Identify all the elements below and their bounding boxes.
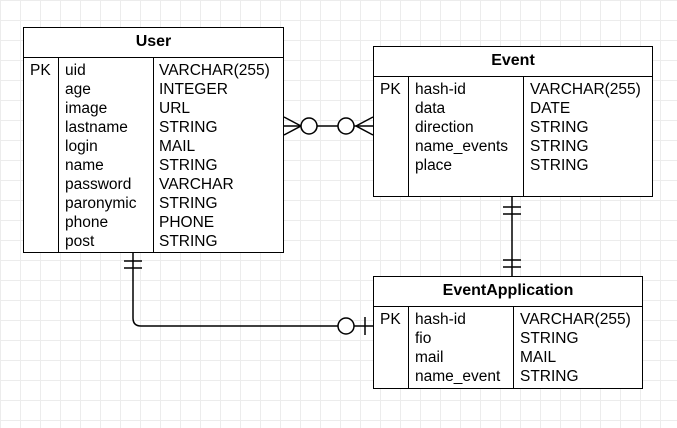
field-type: URL bbox=[159, 100, 191, 117]
entity-event-types: VARCHAR(255) DATE STRING STRING STRING bbox=[530, 80, 641, 175]
field-type: DATE bbox=[530, 100, 571, 117]
field-name: name_event bbox=[415, 368, 501, 385]
field-name: lastname bbox=[65, 119, 128, 136]
field-type: STRING bbox=[159, 233, 218, 250]
field-name: uid bbox=[65, 62, 86, 79]
crow-foot-event-end bbox=[355, 116, 374, 136]
field-name: paronymic bbox=[65, 195, 137, 212]
field-name: fio bbox=[415, 330, 432, 347]
entity-user-title: User bbox=[24, 28, 283, 58]
field-name: image bbox=[65, 100, 108, 117]
divider bbox=[408, 307, 409, 388]
zero-circle-app-end bbox=[337, 317, 355, 335]
field-name: name bbox=[65, 157, 104, 174]
field-type: VARCHAR(255) bbox=[520, 311, 631, 328]
entity-eventapplication-title: EventApplication bbox=[374, 277, 642, 307]
divider bbox=[153, 58, 154, 252]
field-name: password bbox=[65, 176, 132, 193]
field-name: age bbox=[65, 81, 91, 98]
zero-circle-event-end bbox=[337, 117, 355, 135]
divider bbox=[58, 58, 59, 252]
entity-eventapplication-body: PK hash-id fio mail name_event VARCHAR(255)… bbox=[374, 307, 642, 388]
pk-label: PK bbox=[380, 81, 401, 98]
field-name: hash-id bbox=[415, 311, 466, 328]
divider bbox=[523, 77, 524, 196]
entity-user[interactable]: User PK uid age image lastname login name pass… bbox=[23, 27, 284, 253]
field-type: STRING bbox=[159, 119, 218, 136]
user-eventapplication-connector[interactable] bbox=[124, 253, 373, 335]
entity-eventapplication-fields: hash-id fio mail name_event bbox=[415, 310, 500, 386]
event-eventapplication-connector[interactable] bbox=[503, 197, 521, 276]
field-type: STRING bbox=[530, 119, 589, 136]
divider bbox=[408, 77, 409, 196]
entity-user-types: VARCHAR(255) INTEGER URL STRING MAIL STRING VA… bbox=[159, 61, 270, 251]
field-name: mail bbox=[415, 349, 444, 366]
field-name: phone bbox=[65, 214, 109, 231]
field-type: VARCHAR(255) bbox=[159, 62, 270, 79]
field-type: PHONE bbox=[159, 214, 215, 231]
field-type: STRING bbox=[159, 195, 218, 212]
entity-eventapplication-types: VARCHAR(255) STRING MAIL STRING bbox=[520, 310, 631, 386]
field-type: STRING bbox=[520, 330, 579, 347]
field-type: VARCHAR(255) bbox=[530, 81, 641, 98]
field-type: STRING bbox=[530, 157, 589, 174]
zero-circle-user-end bbox=[300, 117, 318, 135]
entity-event-title: Event bbox=[374, 47, 652, 77]
entity-eventapplication[interactable]: EventApplication PK hash-id fio mail name_e… bbox=[373, 276, 643, 389]
field-type: VARCHAR bbox=[159, 176, 234, 193]
field-name: place bbox=[415, 157, 453, 174]
field-type: STRING bbox=[159, 157, 218, 174]
field-name: name_events bbox=[415, 138, 509, 155]
field-type: INTEGER bbox=[159, 81, 228, 98]
field-name: data bbox=[415, 100, 446, 117]
field-name: hash-id bbox=[415, 81, 466, 98]
field-type: STRING bbox=[520, 368, 579, 385]
user-event-connector[interactable] bbox=[283, 116, 374, 136]
field-name: post bbox=[65, 233, 95, 250]
divider bbox=[513, 307, 514, 388]
field-type: MAIL bbox=[159, 138, 196, 155]
field-type: MAIL bbox=[520, 349, 557, 366]
field-name: direction bbox=[415, 119, 474, 136]
crow-foot-user-end bbox=[283, 116, 302, 136]
field-type: STRING bbox=[530, 138, 589, 155]
entity-event[interactable]: Event PK hash-id data direction name_events… bbox=[373, 46, 653, 197]
field-name: login bbox=[65, 138, 98, 155]
entity-user-fields: uid age image lastname login name password paro… bbox=[65, 61, 137, 251]
entity-user-body: PK uid age image lastname login name password p… bbox=[24, 58, 283, 252]
pk-label: PK bbox=[30, 62, 51, 79]
pk-label: PK bbox=[380, 311, 401, 328]
